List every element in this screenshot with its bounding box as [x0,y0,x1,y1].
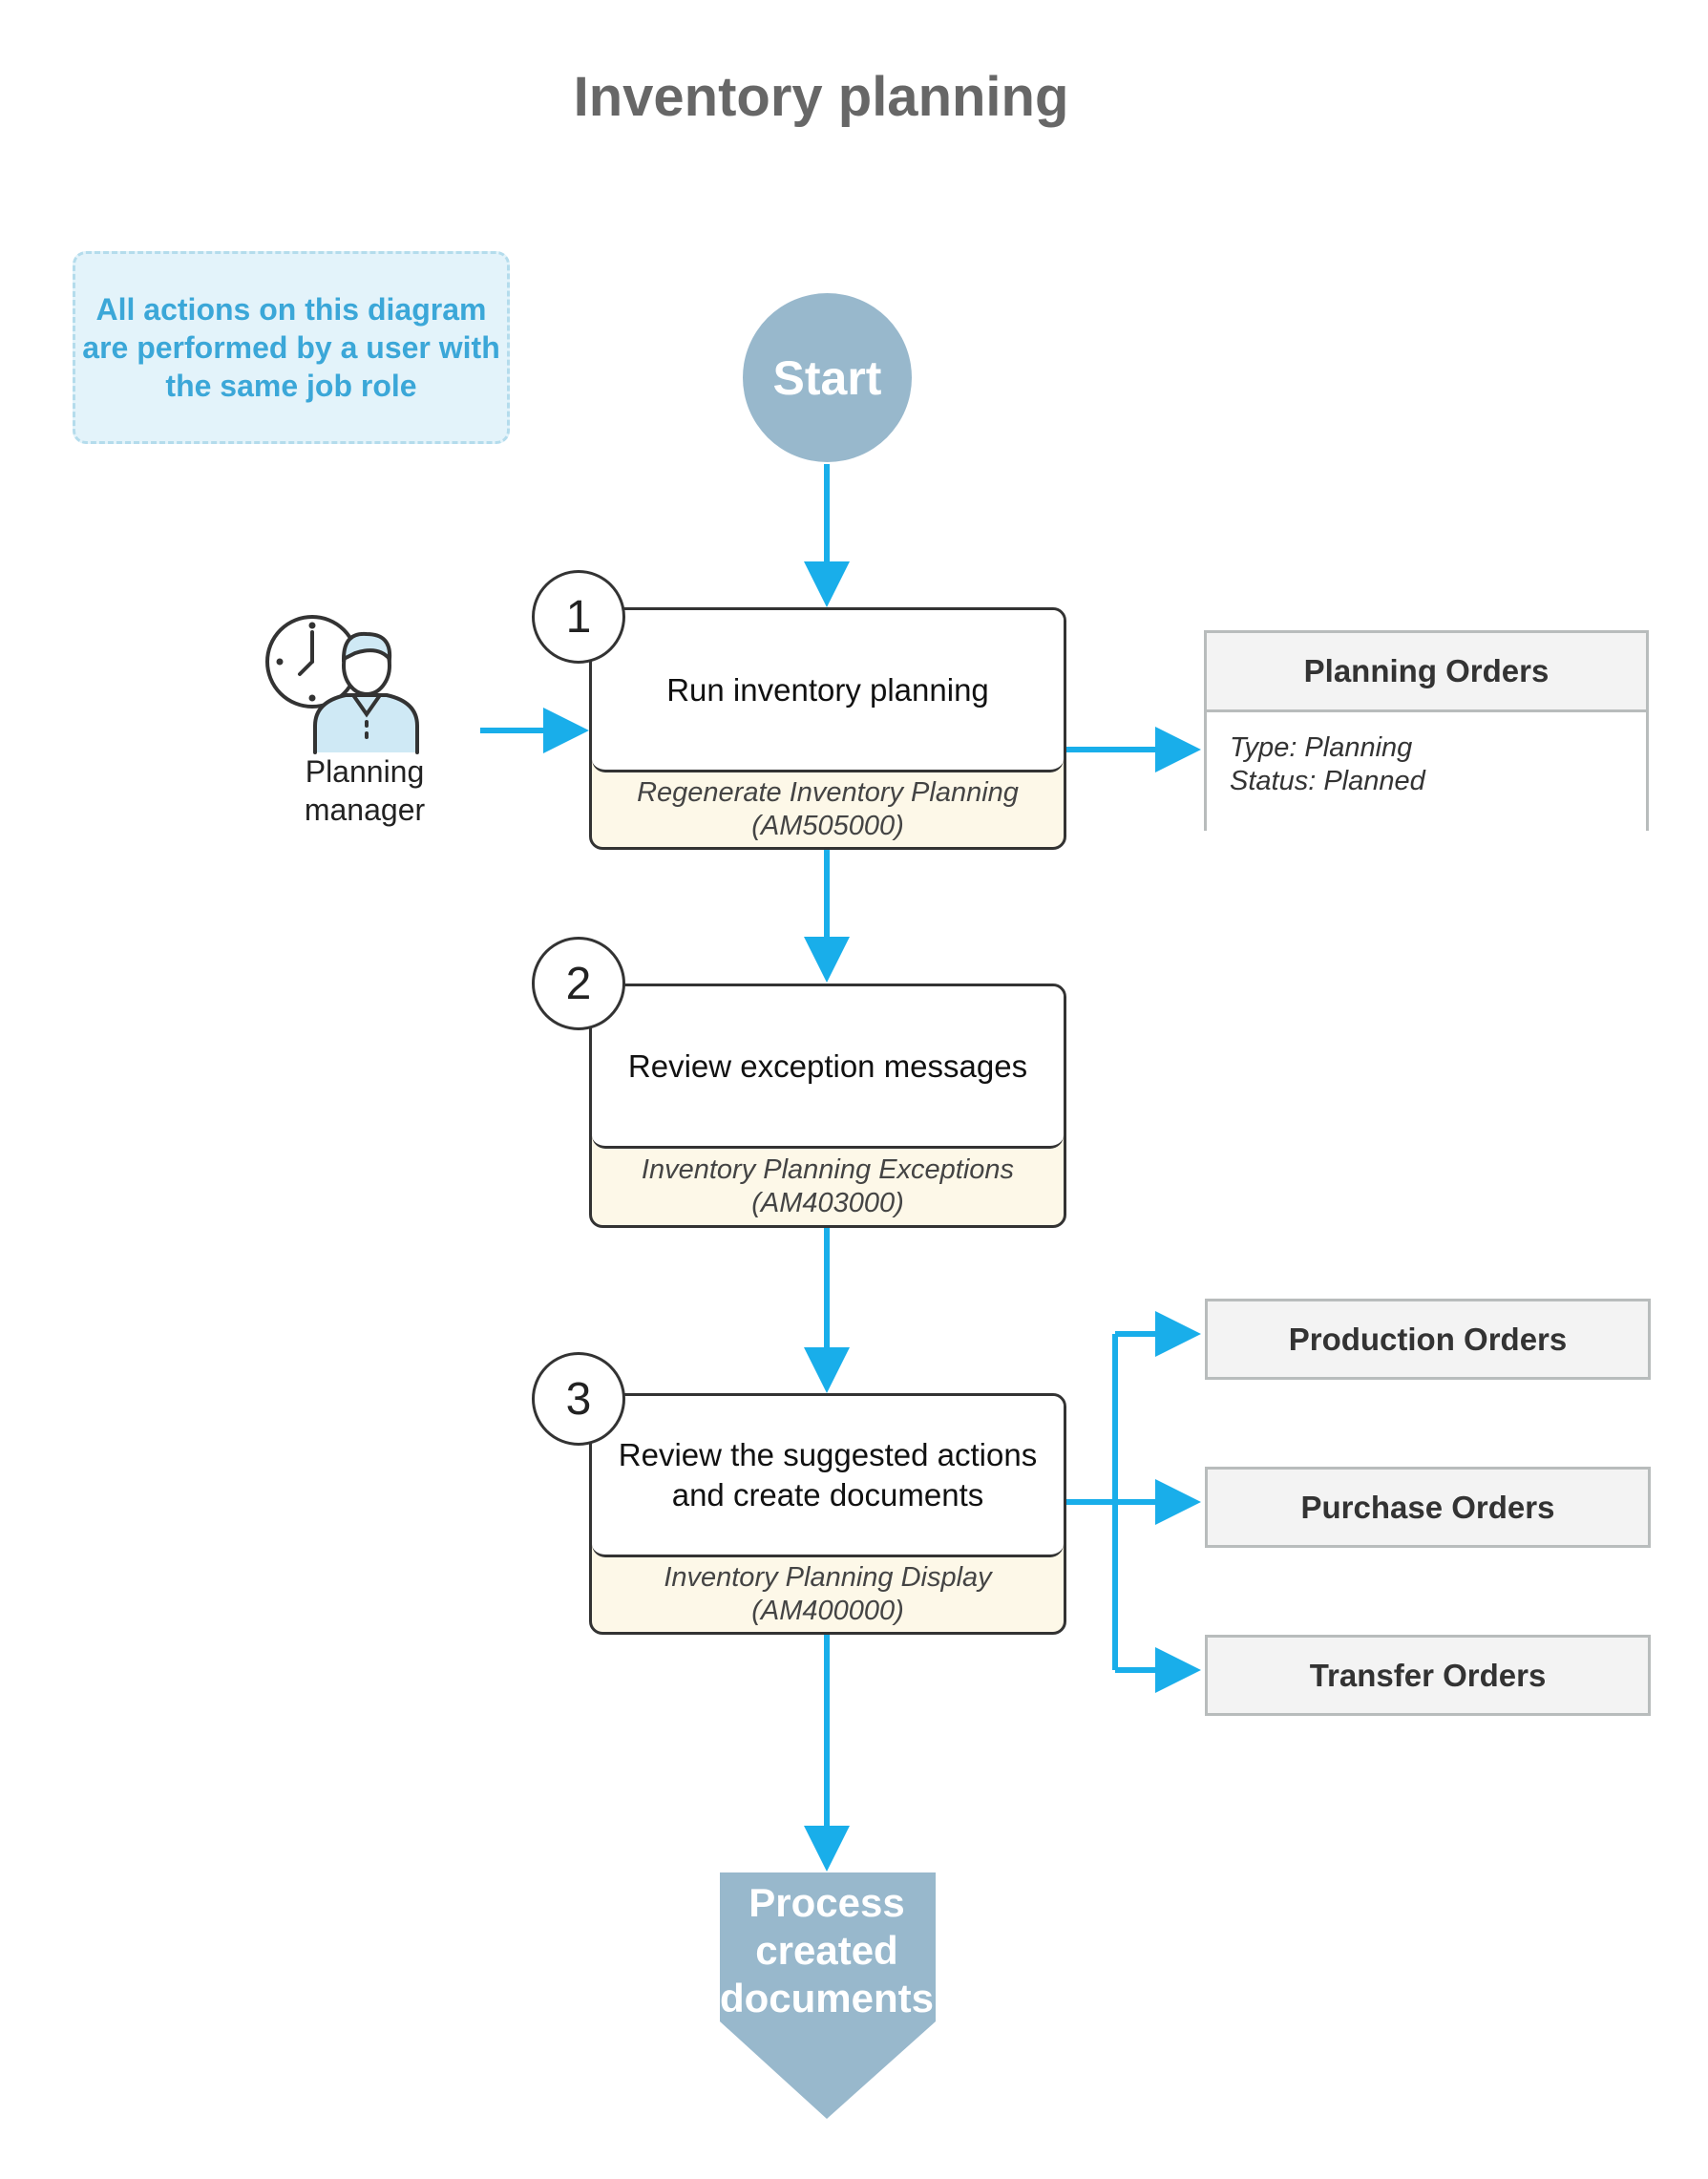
planning-manager-label: Planning manager [304,754,426,827]
purchase-orders-label: Purchase Orders [1300,1489,1555,1525]
planning-orders-title: Planning Orders [1207,633,1646,712]
step-2-number: 2 [532,937,625,1030]
planning-orders-status: Status: Planned [1230,766,1425,796]
diagram-title: Inventory planning [573,66,1069,128]
planning-orders-details: Type: Planning Status: Planned [1207,712,1646,831]
step-3-title: Review the suggested actions and create … [592,1396,1064,1557]
end-label: Process created documents [719,1880,935,2020]
transfer-orders-box: Transfer Orders [1205,1635,1651,1716]
step-2-title: Review exception messages [592,986,1064,1149]
planning-orders-type: Type: Planning [1230,732,1413,763]
transfer-orders-label: Transfer Orders [1309,1657,1547,1693]
end-shape [720,1872,936,2119]
step-3-number: 3 [532,1352,625,1446]
step-2: Review exception messages Inventory Plan… [589,984,1066,1228]
purchase-orders-box: Purchase Orders [1205,1467,1651,1548]
step-3-screen: Inventory Planning Display (AM400000) [664,1562,992,1626]
step-1-title: Run inventory planning [592,610,1064,772]
start-node: Start [743,293,912,462]
job-role-note: All actions on this diagram are performe… [73,251,510,444]
step-1-screen: Regenerate Inventory Planning (AM505000) [637,777,1019,841]
step-2-screen: Inventory Planning Exceptions (AM403000) [641,1154,1015,1218]
step-1-number: 1 [532,570,625,664]
production-orders-box: Production Orders [1205,1299,1651,1380]
step-1: Run inventory planning Regenerate Invent… [589,607,1066,850]
production-orders-label: Production Orders [1288,1321,1568,1357]
planning-manager-icon [265,615,419,754]
step-3: Review the suggested actions and create … [589,1393,1066,1635]
planning-orders-box: Planning Orders Type: Planning Status: P… [1204,630,1649,831]
